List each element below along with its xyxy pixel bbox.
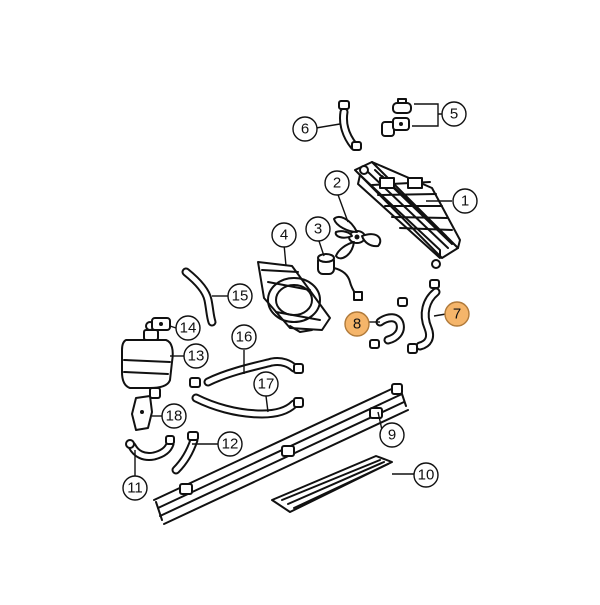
overflow-hose xyxy=(181,267,217,327)
fan-motor xyxy=(317,253,363,301)
callout-11-label: 11 xyxy=(127,480,143,497)
callout-12-label: 12 xyxy=(222,436,239,453)
callout-2-label: 2 xyxy=(333,175,341,192)
callout-9-label: 9 xyxy=(388,427,396,444)
callout-14-label: 14 xyxy=(180,320,197,337)
coolant-tube-assembly xyxy=(153,383,409,525)
callout-8: 8 xyxy=(344,311,370,337)
callout-17-label: 17 xyxy=(258,376,275,393)
callout-2: 2 xyxy=(324,170,350,196)
callout-13-label: 13 xyxy=(188,348,205,365)
radiator-lower-hose xyxy=(407,279,441,354)
callout-17: 17 xyxy=(253,371,279,397)
reservoir-cap xyxy=(151,317,171,331)
callout-7-label: 7 xyxy=(453,306,461,323)
radiator xyxy=(354,161,461,269)
callout-5-label: 5 xyxy=(450,106,458,123)
fan-shroud xyxy=(257,261,331,333)
callout-10: 10 xyxy=(413,462,439,488)
callout-18: 18 xyxy=(161,403,187,429)
callout-3: 3 xyxy=(305,216,331,242)
callout-4: 4 xyxy=(271,222,297,248)
callout-10-label: 10 xyxy=(418,467,435,484)
callout-4-label: 4 xyxy=(280,227,288,244)
callout-9: 9 xyxy=(379,422,405,448)
callout-5: 5 xyxy=(441,101,467,127)
callout-13: 13 xyxy=(183,343,209,369)
coolant-reservoir xyxy=(121,321,174,389)
callout-3-label: 3 xyxy=(314,221,322,238)
callout-16-label: 16 xyxy=(236,329,253,346)
callout-6-label: 6 xyxy=(301,121,309,138)
callout-8-label: 8 xyxy=(353,316,361,333)
callout-15-label: 15 xyxy=(232,288,249,305)
clip-set xyxy=(381,98,412,137)
callout-1-label: 1 xyxy=(461,193,469,210)
callout-12: 12 xyxy=(217,431,243,457)
bypass-hose xyxy=(369,297,408,349)
callout-15: 15 xyxy=(227,283,253,309)
callout-6: 6 xyxy=(292,116,318,142)
heater-inlet-hose xyxy=(189,357,304,388)
callout-11: 11 xyxy=(122,475,148,501)
under-cover xyxy=(271,455,393,513)
reservoir-bracket xyxy=(131,387,161,431)
callout-16: 16 xyxy=(231,324,257,350)
small-hose-b xyxy=(125,435,175,461)
upper-hose xyxy=(338,100,362,151)
callout-18-label: 18 xyxy=(166,408,183,425)
callout-1: 1 xyxy=(452,188,478,214)
callout-14: 14 xyxy=(175,315,201,341)
fan-blade xyxy=(333,215,382,260)
callout-7: 7 xyxy=(444,301,470,327)
heater-outlet-hose xyxy=(191,393,304,419)
small-hose-a xyxy=(171,431,199,475)
